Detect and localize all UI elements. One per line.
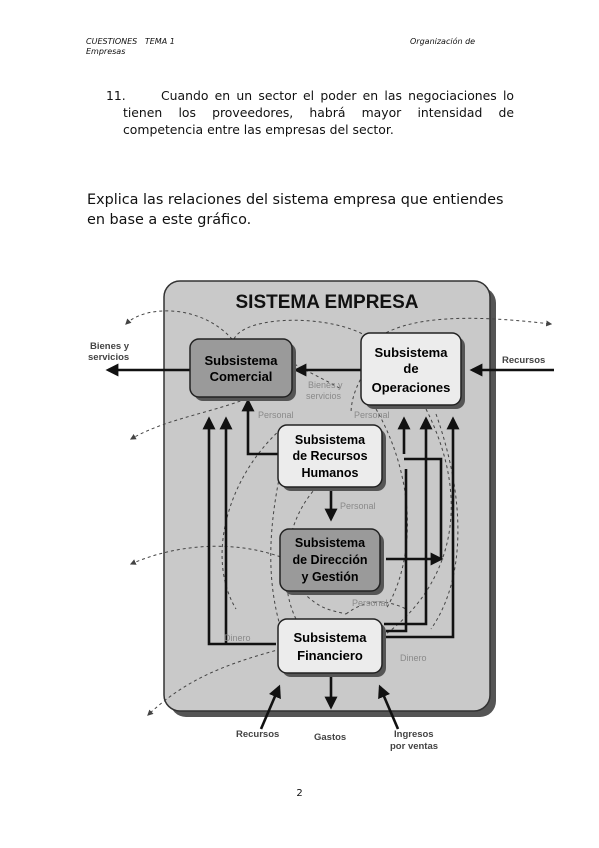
- header-left-line1: CUESTIONES TEMA 1: [86, 37, 175, 46]
- direccion-line2: de Dirección: [292, 553, 367, 567]
- operaciones-line1: Subsistema: [375, 345, 449, 360]
- question-prompt: Explica las relaciones del sistema empre…: [87, 192, 504, 228]
- label-bienes-out-1: Bienes y: [90, 341, 130, 352]
- comercial-line2: Comercial: [210, 369, 273, 384]
- label-personal-1: Personal: [258, 410, 294, 420]
- direccion-line3: y Gestión: [302, 570, 359, 584]
- operaciones-line2: de: [403, 361, 418, 376]
- label-bienes-inner-2: servicios: [306, 391, 342, 401]
- rrhh-line3: Humanos: [302, 466, 359, 480]
- label-personal-2: Personal: [354, 410, 390, 420]
- diagram-title: SISTEMA EMPRESA: [236, 292, 419, 313]
- box-direccion-gestion: Subsistema de Dirección y Gestión: [279, 528, 384, 595]
- box-financiero: Subsistema Financiero: [277, 618, 386, 677]
- box-operaciones: Subsistema de Operaciones: [360, 332, 465, 409]
- operaciones-line3: Operaciones: [372, 380, 451, 395]
- label-recursos-bottom: Recursos: [236, 729, 279, 740]
- comercial-line1: Subsistema: [205, 353, 279, 368]
- direccion-line1: Subsistema: [295, 536, 366, 550]
- financiero-line2: Financiero: [297, 648, 363, 663]
- label-bienes-out-2: servicios: [88, 352, 129, 363]
- rrhh-line1: Subsistema: [295, 433, 366, 447]
- label-personal-4: Personal: [352, 598, 388, 608]
- label-gastos: Gastos: [314, 732, 346, 743]
- item-text: Cuando en un sector el poder en las nego…: [123, 88, 514, 137]
- question-item-11: 11. Cuando en un sector el poder en las …: [106, 87, 514, 138]
- dashed-flows: [125, 310, 553, 716]
- label-personal-3: Personal: [340, 501, 376, 511]
- box-recursos-humanos: Subsistema de Recursos Humanos: [277, 424, 386, 491]
- sistema-empresa-diagram: SISTEMA EMPRESA: [86, 279, 566, 755]
- box-comercial: Subsistema Comercial: [189, 338, 296, 401]
- label-bienes-inner-1: Bienes y: [308, 380, 343, 390]
- label-ingresos-2: por ventas: [390, 741, 438, 752]
- header-right: Organización de: [410, 37, 476, 46]
- label-ingresos-1: Ingresos: [394, 729, 434, 740]
- financiero-line1: Subsistema: [294, 630, 368, 645]
- header-left: CUESTIONES TEMA 1 Empresas: [86, 37, 175, 57]
- label-dinero-right: Dinero: [400, 653, 427, 663]
- page-number: 2: [296, 788, 303, 799]
- rrhh-line2: de Recursos: [292, 449, 367, 463]
- header-left-line2: Empresas: [86, 47, 126, 56]
- item-number: 11.: [106, 88, 126, 103]
- label-dinero-left: Dinero: [224, 633, 251, 643]
- label-recursos-in: Recursos: [502, 355, 545, 366]
- solid-flows: [105, 363, 554, 730]
